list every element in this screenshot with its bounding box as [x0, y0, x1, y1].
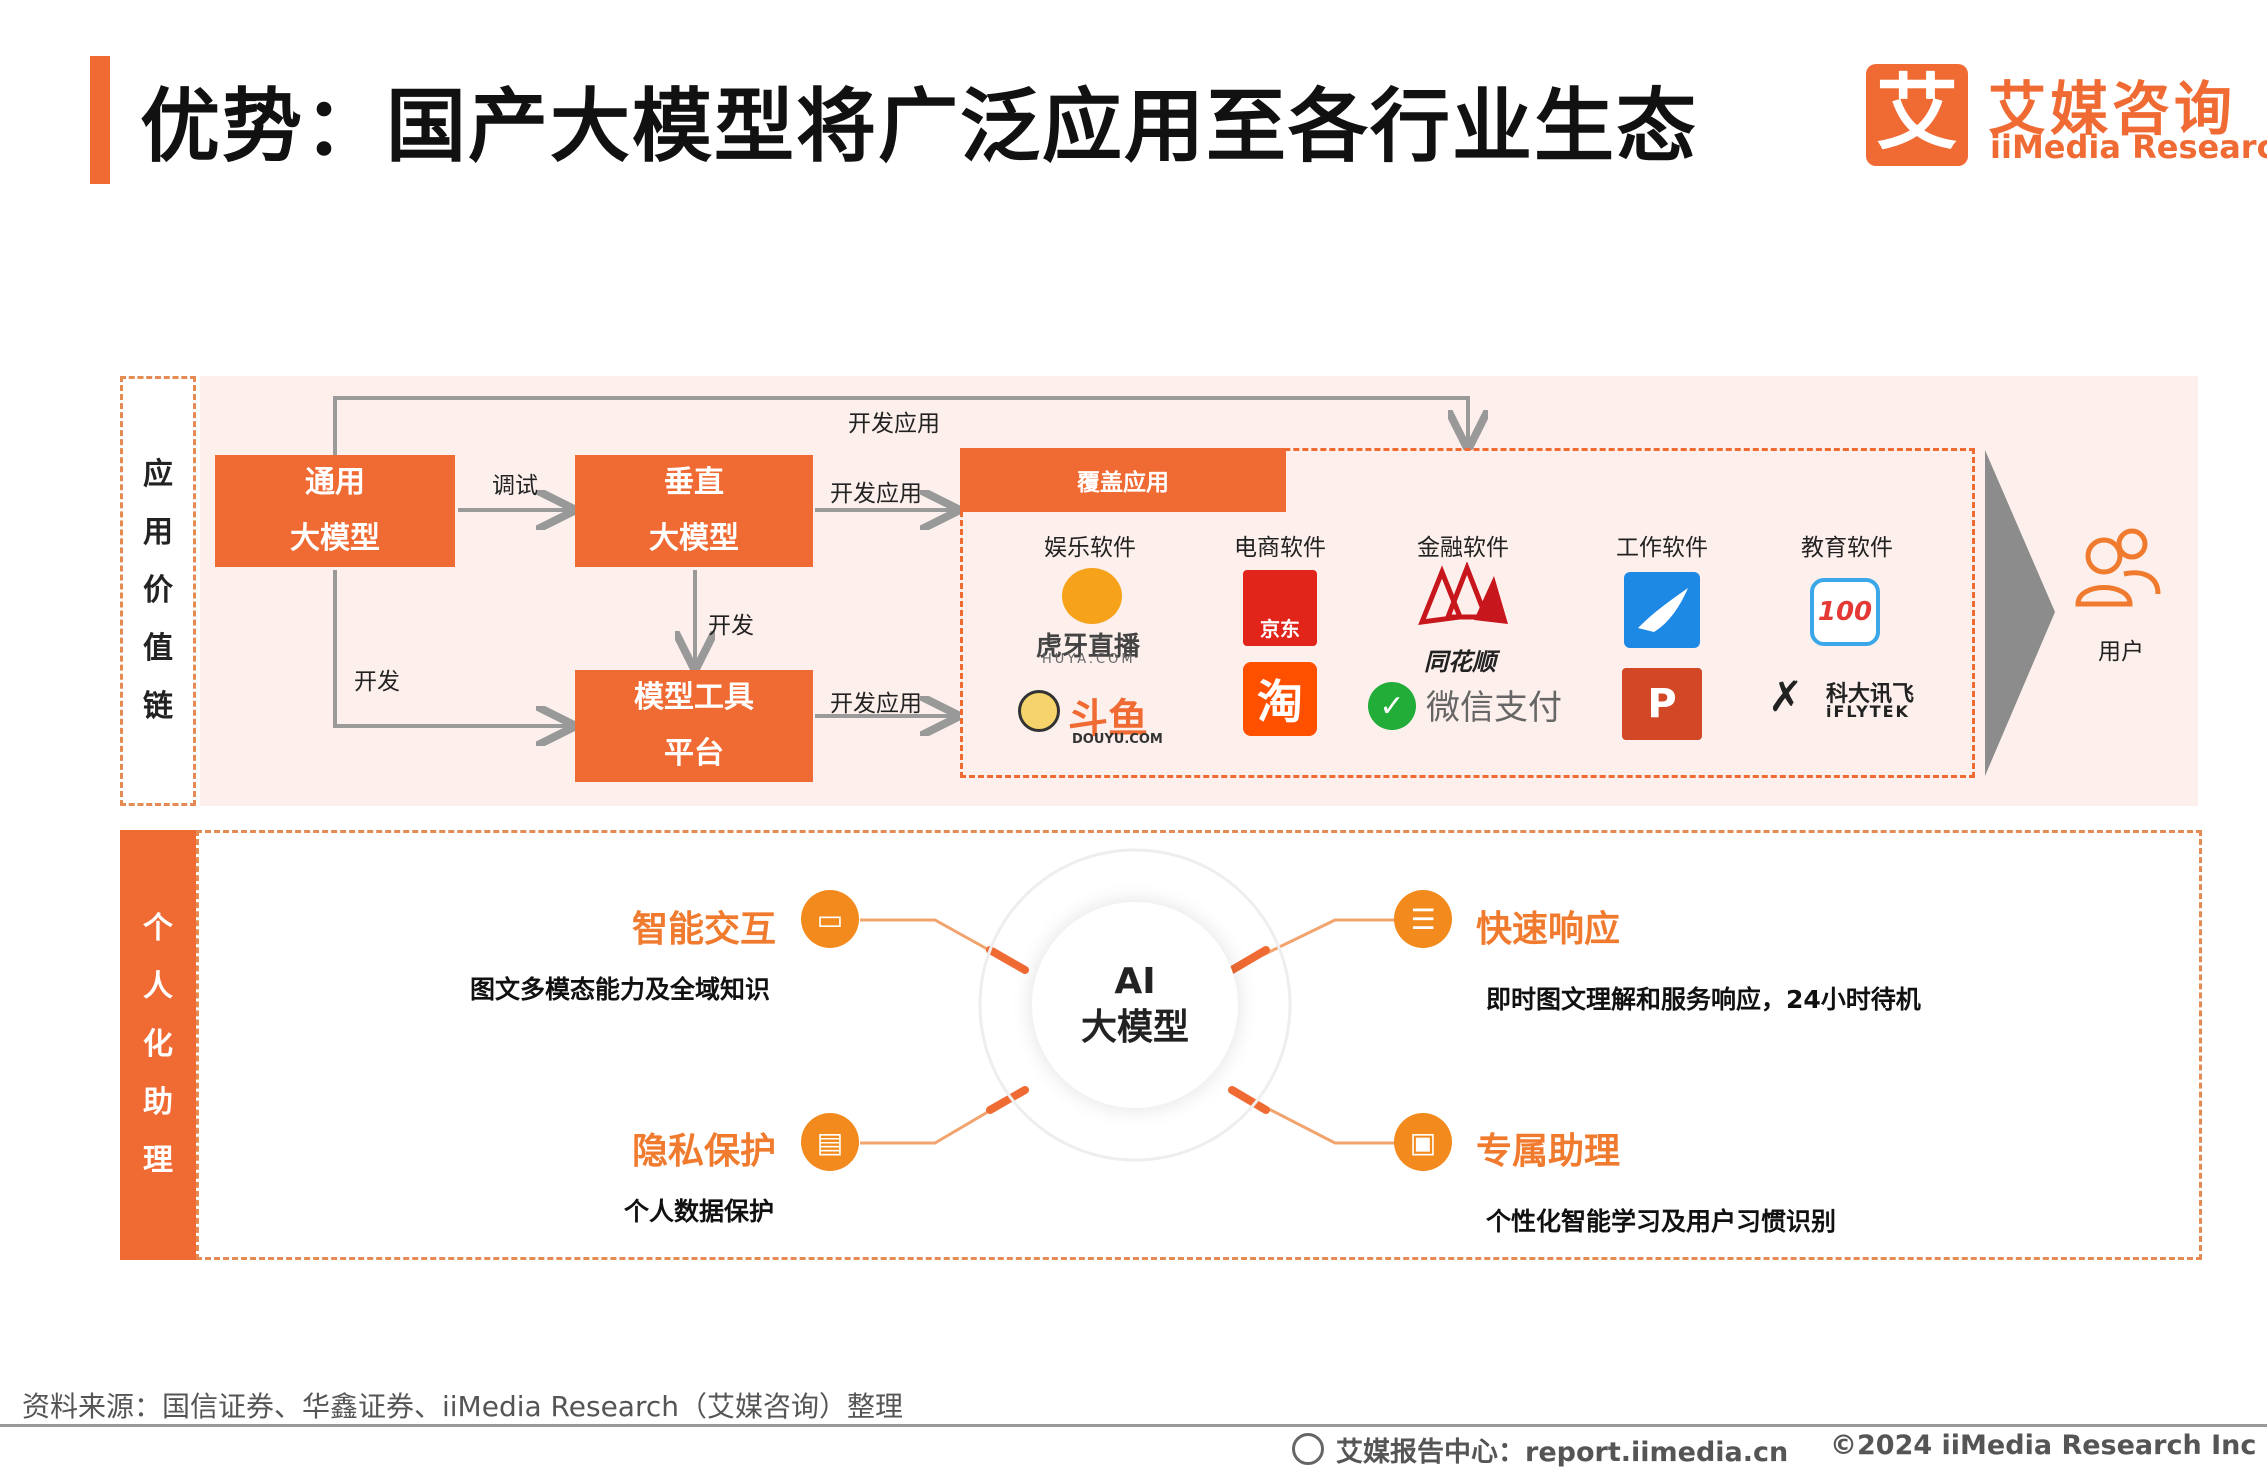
- chat-icon: ▭: [801, 890, 859, 948]
- label-develop-general: 开发: [354, 669, 400, 695]
- huya-sublabel: HUYA.COM: [1042, 652, 1136, 667]
- work-app-icon: [1624, 572, 1700, 648]
- user-icon: [2075, 528, 2161, 607]
- huya-label: 虎牙直播: [1036, 632, 1141, 662]
- arrow-general-to-tool: [333, 570, 568, 726]
- cover-apps-title: 覆盖应用: [960, 448, 1286, 512]
- label-dev-app-top: 开发应用: [848, 411, 940, 437]
- label-dev-app-bottom: 开发应用: [830, 691, 922, 717]
- label-debug: 调试: [492, 473, 538, 499]
- ai-model-center: AI 大模型: [1032, 902, 1238, 1108]
- wechat-pay-label: 微信支付: [1426, 688, 1562, 728]
- cover-apps-frame: [960, 448, 1975, 778]
- privacy-icon: ▤: [801, 1113, 859, 1171]
- feature-desc-privacy: 个人数据保护: [624, 1197, 775, 1226]
- category-finance: 金融软件: [1417, 535, 1509, 561]
- iimedia-logo-icon: 艾: [1866, 64, 1968, 166]
- feature-desc-interaction: 图文多模态能力及全域知识: [470, 975, 771, 1004]
- powerpoint-icon: P: [1622, 668, 1702, 740]
- category-ecommerce: 电商软件: [1234, 535, 1326, 561]
- jd-icon: 京东: [1243, 570, 1317, 646]
- briefcase-icon: ▣: [1394, 1113, 1452, 1171]
- feature-desc-assistant: 个性化智能学习及用户习惯识别: [1486, 1207, 1837, 1236]
- footer-report-center: 艾媒报告中心：report.iimedia.cn: [1336, 1437, 1789, 1468]
- taobao-icon: 淘: [1243, 662, 1317, 736]
- user-label: 用户: [2098, 639, 2144, 665]
- education-100-icon: 100: [1810, 578, 1880, 646]
- category-work: 工作软件: [1616, 535, 1708, 561]
- feature-title-assistant: 专属助理: [1476, 1131, 1621, 1172]
- tonghuashun-label: 同花顺: [1424, 648, 1496, 676]
- feature-desc-response: 即时图文理解和服务响应，24小时待机: [1486, 985, 1921, 1014]
- source-note: 资料来源：国信证券、华鑫证券、iiMedia Research（艾媒咨询）整理: [22, 1390, 903, 1423]
- huya-icon: [1062, 568, 1122, 624]
- footer-divider: [0, 1424, 2267, 1427]
- category-entertainment: 娱乐软件: [1044, 535, 1136, 561]
- title-accent-bar: [90, 56, 110, 184]
- arrow-general-to-cover: [333, 396, 1468, 455]
- iflytek-icon: ✗: [1768, 672, 1804, 721]
- globe-icon: [1292, 1433, 1324, 1465]
- douyu-sublabel: DOUYU.COM: [1072, 732, 1163, 747]
- category-education: 教育软件: [1801, 535, 1893, 561]
- tool-platform-box: 模型工具 平台: [575, 670, 813, 782]
- arrow-to-user: [1985, 450, 2055, 776]
- feature-title-response: 快速响应: [1476, 909, 1621, 950]
- feature-title-interaction: 智能交互: [632, 909, 777, 950]
- tonghuashun-icon: [1418, 562, 1508, 626]
- douyu-mascot-icon: [1018, 690, 1060, 732]
- feature-title-privacy: 隐私保护: [632, 1131, 777, 1172]
- vertical-model-box: 垂直 大模型: [575, 455, 813, 567]
- page-title: 优势：国产大模型将广泛应用至各行业生态: [140, 80, 1698, 173]
- logo-name-cn: 艾媒咨询: [1988, 75, 2237, 143]
- wechat-pay-icon: ✓: [1368, 682, 1416, 730]
- fast-response-icon: ☰: [1394, 890, 1452, 948]
- douyu-label: 斗鱼: [1068, 696, 1148, 742]
- logo-name-en: iiMedia Research: [1990, 128, 2267, 166]
- assistant-side-label: 个 人 化 助 理: [120, 830, 196, 1260]
- label-dev-app-mid: 开发应用: [830, 481, 922, 507]
- general-model-box: 通用 大模型: [215, 455, 455, 567]
- iflytek-sublabel: iFLYTEK: [1826, 702, 1910, 721]
- assistant-frame: [196, 830, 2202, 1260]
- label-develop-vertical: 开发: [708, 613, 754, 639]
- iflytek-label: 科大讯飞: [1826, 682, 1915, 707]
- footer-copyright: ©2024 iiMedia Research Inc: [1830, 1430, 2257, 1461]
- value-chain-side-label: 应 用 价 值 链: [120, 376, 196, 806]
